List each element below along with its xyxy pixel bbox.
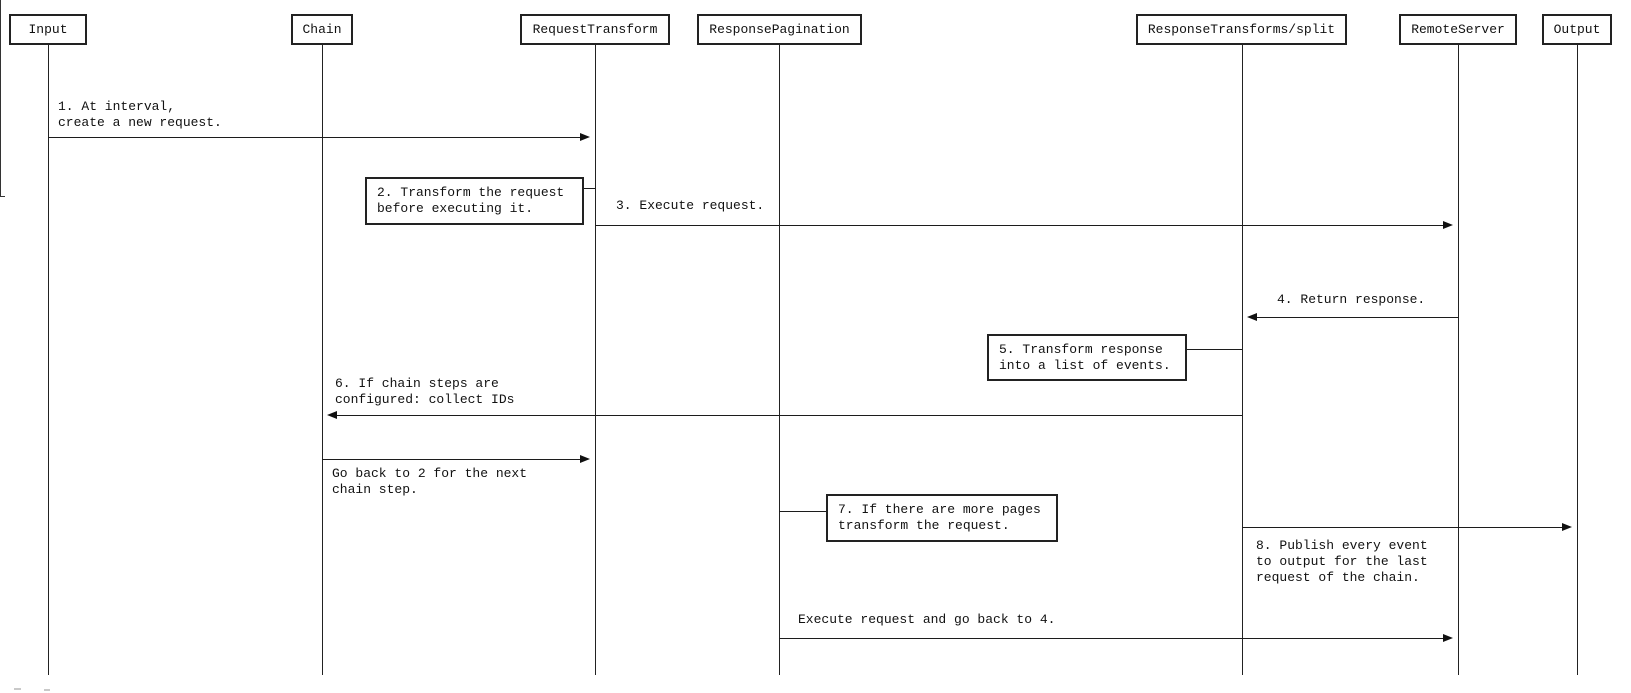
lifeline-label-chain: Chain [302, 21, 342, 37]
note-text-line: 5. Transform response [999, 342, 1163, 357]
frame-left-edge [0, 0, 1, 196]
lifeline-remote-server [1458, 45, 1459, 675]
lifeline-input [48, 45, 49, 675]
note-text-line: 2. Transform the request [377, 185, 565, 200]
lifeline-header-chain: Chain [291, 14, 353, 45]
message-label-line: Execute request and go back to 4. [798, 612, 1056, 627]
note-5-transform-response-connector [1187, 349, 1242, 350]
msg-go-back-to-2-arrow [322, 459, 580, 460]
message-label-line: 1. At interval, [58, 99, 176, 114]
note-2-transform-request-connector [584, 188, 595, 189]
note-text-line: into a list of events. [999, 358, 1171, 373]
lifeline-label-response-transforms-split: ResponseTransforms/split [1147, 21, 1336, 37]
lifeline-label-response-pagination: ResponsePagination [709, 21, 850, 37]
lifeline-label-request-transform: RequestTransform [532, 21, 658, 37]
msg-go-back-to-2-arrowhead-icon [580, 455, 590, 463]
message-label-line: 3. Execute request. [616, 198, 765, 213]
lifeline-response-pagination [779, 45, 780, 675]
msg-1-create-request-arrow [48, 137, 580, 138]
lifeline-request-transform [595, 45, 596, 675]
lifeline-header-remote-server: RemoteServer [1399, 14, 1517, 45]
msg-6-collect-ids-arrowhead-icon [327, 411, 337, 419]
message-label-line: request of the chain. [1256, 570, 1420, 585]
msg-4-return-response-label: 4. Return response. [1277, 292, 1425, 308]
message-label-line: 8. Publish every event [1256, 538, 1428, 553]
msg-4-return-response-arrowhead-icon [1247, 313, 1257, 321]
msg-1-create-request-arrowhead-icon [580, 133, 590, 141]
note-7-more-pages-connector [779, 511, 826, 512]
message-label-line: create a new request. [58, 115, 222, 130]
note-text-line: before executing it. [377, 201, 534, 216]
msg-3-execute-request-arrowhead-icon [1443, 221, 1453, 229]
message-label-line: chain step. [332, 482, 418, 497]
note-text-line: transform the request. [838, 518, 1010, 533]
edge-artifact-0 [14, 688, 21, 690]
msg-4-return-response-arrow [1257, 317, 1458, 318]
msg-3-execute-request-label: 3. Execute request. [616, 198, 764, 214]
message-label-line: to output for the last [1256, 554, 1428, 569]
msg-1-create-request-label: 1. At interval,create a new request. [58, 99, 222, 131]
msg-execute-go-back-4-arrowhead-icon [1443, 634, 1453, 642]
msg-8-publish-events-arrow [1242, 527, 1562, 528]
lifeline-label-input: Input [28, 21, 68, 37]
message-label-line: Go back to 2 for the next [332, 466, 528, 481]
message-label-line: configured: collect IDs [335, 392, 515, 407]
lifeline-header-input: Input [9, 14, 87, 45]
msg-3-execute-request-arrow [595, 225, 1443, 226]
note-text-line: 7. If there are more pages [838, 502, 1041, 517]
msg-8-publish-events-arrowhead-icon [1562, 523, 1572, 531]
msg-execute-go-back-4-arrow [779, 638, 1443, 639]
lifeline-response-transforms-split [1242, 45, 1243, 675]
lifeline-output [1577, 45, 1578, 675]
lifeline-header-request-transform: RequestTransform [520, 14, 670, 45]
frame-left-tick [0, 196, 5, 197]
msg-6-collect-ids-arrow [337, 415, 1242, 416]
lifeline-header-output: Output [1542, 14, 1612, 45]
lifeline-chain [322, 45, 323, 675]
edge-artifact-1 [44, 689, 50, 691]
lifeline-label-output: Output [1553, 21, 1601, 37]
lifeline-label-remote-server: RemoteServer [1411, 21, 1505, 37]
lifeline-header-response-transforms-split: ResponseTransforms/split [1136, 14, 1347, 45]
message-label-line: 6. If chain steps are [335, 376, 499, 391]
lifeline-header-response-pagination: ResponsePagination [697, 14, 862, 45]
msg-execute-go-back-4-label: Execute request and go back to 4. [798, 612, 1055, 628]
message-label-line: 4. Return response. [1277, 292, 1426, 307]
